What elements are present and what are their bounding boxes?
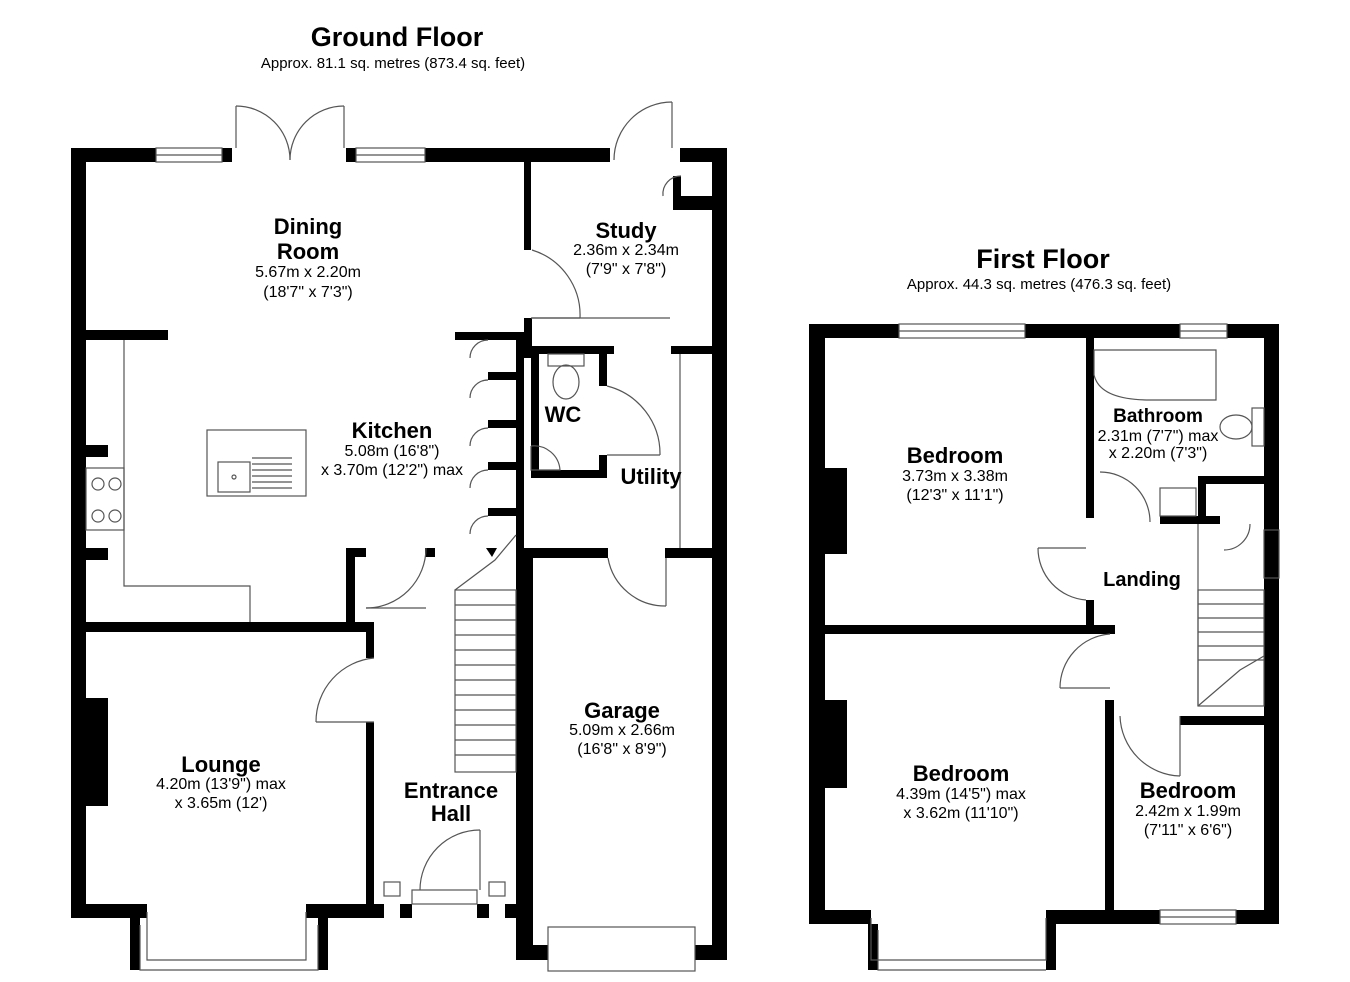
bathroom-dimensions-imperial: x 2.20m (7'3") [1108, 445, 1208, 462]
lounge-name: Lounge [181, 752, 261, 777]
bedroom-3-dimensions-imperial: (7'11" x 6'6") [1143, 822, 1233, 839]
garage-dimensions-imperial: (16'8" x 8'9") [577, 741, 667, 758]
dining-room-dimensions-imperial: (18'7" x 7'3") [263, 284, 353, 301]
study-dimensions-imperial: (7'9" x 7'8") [585, 261, 667, 278]
garage-name: Garage [584, 698, 660, 723]
dining-room-name-line2: Room [276, 239, 340, 264]
kitchen-dimensions-imperial: x 3.70m (12'2") max [320, 462, 464, 479]
kitchen-dimensions: 5.08m (16'8") [344, 443, 440, 460]
bedroom-1-dimensions: 3.73m x 3.38m [902, 468, 1008, 485]
dining-room-name-line1: Dining [273, 214, 343, 239]
bedroom-3-name: Bedroom [1139, 778, 1237, 803]
bedroom-3-dimensions: 2.42m x 1.99m [1135, 803, 1241, 820]
first-floor-area: Approx. 44.3 sq. metres (476.3 sq. feet) [906, 276, 1172, 293]
entrance-hall-name-line2: Hall [430, 801, 472, 826]
bedroom-2-name: Bedroom [912, 761, 1010, 786]
bedroom-2-dimensions-imperial: x 3.62m (11'10") [903, 805, 1019, 822]
wc-name: WC [544, 402, 582, 427]
study-name: Study [595, 218, 657, 243]
ground-floor-area: Approx. 81.1 sq. metres (873.4 sq. feet) [260, 55, 526, 72]
first-floor-fixtures [870, 323, 1280, 971]
first-floor-title: First Floor [976, 244, 1110, 274]
first-floor-walls [809, 324, 1279, 970]
garage-dimensions: 5.09m x 2.66m [569, 722, 675, 739]
bedroom-1-name: Bedroom [906, 443, 1004, 468]
study-dimensions: 2.36m x 2.34m [573, 242, 679, 259]
dining-room-dimensions: 5.67m x 2.20m [255, 264, 361, 281]
bathroom-name: Bathroom [1113, 406, 1203, 427]
ground-floor-fixtures [85, 101, 696, 972]
bathroom-dimensions: 2.31m (7'7") max [1097, 428, 1219, 445]
ground-floor-walls [71, 148, 727, 970]
utility-name: Utility [620, 464, 682, 489]
landing-name: Landing [1103, 569, 1181, 591]
lounge-dimensions-imperial: x 3.65m (12') [174, 795, 268, 812]
ground-floor-title: Ground Floor [310, 22, 484, 52]
entrance-hall-name-line1: Entrance [403, 778, 499, 803]
lounge-dimensions: 4.20m (13'9") max [156, 776, 286, 793]
stair-arrow-icon [486, 548, 497, 557]
bedroom-2-dimensions: 4.39m (14'5") max [896, 786, 1026, 803]
bedroom-1-dimensions-imperial: (12'3" x 11'1") [906, 487, 1004, 504]
kitchen-name: Kitchen [351, 418, 433, 443]
